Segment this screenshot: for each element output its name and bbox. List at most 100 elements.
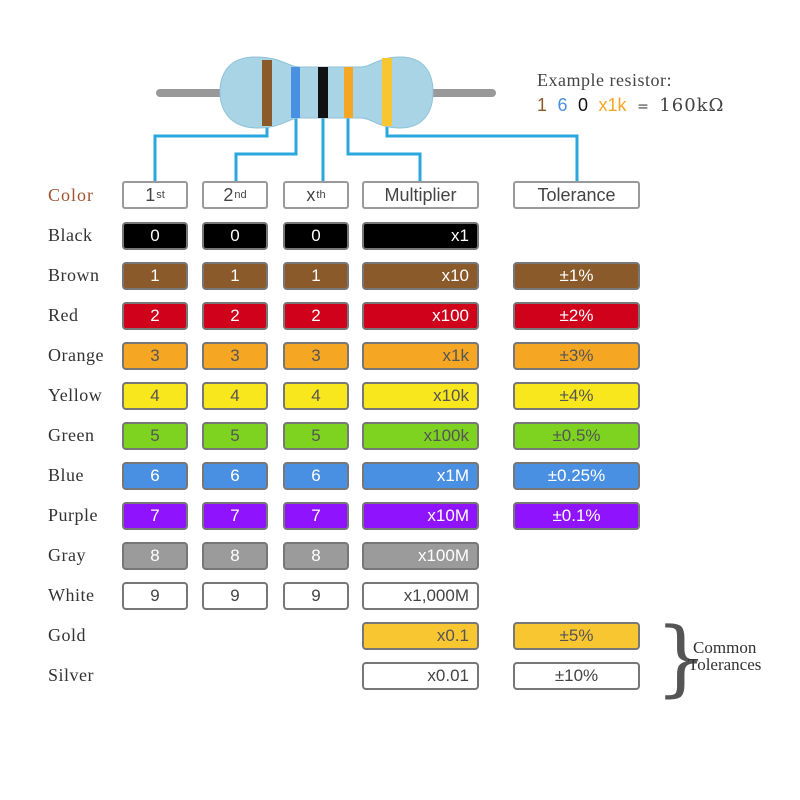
example-result: 160kΩ [659,95,725,116]
tolerance-cell-10: ±5% [513,622,640,650]
header-third-sup: th [316,189,326,201]
multiplier-cell-0: x1 [362,222,479,250]
band-connector-lines [153,118,579,181]
first-digit-cell-9: 9 [122,582,188,610]
example-title: Example resistor: [537,70,672,90]
multiplier-cell-9: x1,000M [362,582,479,610]
header-first-sup: st [156,189,165,201]
first-digit-cell-0: 0 [122,222,188,250]
band-connector-1 [153,126,269,181]
first-digit-cell-3: 3 [122,342,188,370]
multiplier-cell-6: x1M [362,462,479,490]
resistor-band-2 [291,67,300,118]
third-digit-cell-0: 0 [283,222,349,250]
third-digit-cell-3: 3 [283,342,349,370]
example-equals: = [637,99,649,115]
color-name-1: Brown [48,265,100,285]
color-name-11: Silver [48,665,94,685]
common-tolerances-line2: Tolerances [688,655,762,674]
multiplier-cell-11: x0.01 [362,662,479,690]
first-digit-cell-2: 2 [122,302,188,330]
third-digit-cell-1: 1 [283,262,349,290]
resistor-band-5 [382,58,392,126]
color-name-8: Gray [48,545,86,565]
first-digit-cell-4: 4 [122,382,188,410]
multiplier-cell-4: x10k [362,382,479,410]
second-digit-cell-4: 4 [202,382,268,410]
multiplier-cell-5: x100k [362,422,479,450]
third-digit-cell-9: 9 [283,582,349,610]
multiplier-cell-2: x100 [362,302,479,330]
tolerance-cell-11: ±10% [513,662,640,690]
second-digit-cell-2: 2 [202,302,268,330]
resistor-band-1 [262,60,272,126]
second-digit-cell-8: 8 [202,542,268,570]
color-name-4: Yellow [48,385,103,405]
multiplier-cell-10: x0.1 [362,622,479,650]
resistor-bands [262,58,392,126]
second-digit-cell-1: 1 [202,262,268,290]
color-name-10: Gold [48,625,86,645]
header-tolerance: Tolerance [513,181,640,209]
first-digit-cell-7: 7 [122,502,188,530]
third-digit-cell-4: 4 [283,382,349,410]
first-digit-cell-6: 6 [122,462,188,490]
multiplier-cell-8: x100M [362,542,479,570]
third-digit-cell-2: 2 [283,302,349,330]
common-tolerances-label: Common Tolerances [688,639,761,673]
multiplier-cell-1: x10 [362,262,479,290]
resistor-band-4 [344,67,353,118]
color-name-5: Green [48,425,95,445]
color-name-2: Red [48,305,79,325]
tolerance-cell-3: ±3% [513,342,640,370]
second-digit-cell-5: 5 [202,422,268,450]
first-digit-cell-1: 1 [122,262,188,290]
tolerance-cell-1: ±1% [513,262,640,290]
color-name-3: Orange [48,345,104,365]
third-digit-cell-7: 7 [283,502,349,530]
example-digit-2: 6 [557,95,568,115]
common-tolerances-brace: } [655,611,708,706]
tolerance-cell-4: ±4% [513,382,640,410]
color-name-7: Purple [48,505,98,525]
color-name-9: White [48,585,95,605]
header-second-sup: nd [234,189,247,201]
header-third-text: x [306,184,316,205]
example-multiplier: x1k [598,95,627,115]
second-digit-cell-6: 6 [202,462,268,490]
second-digit-cell-3: 3 [202,342,268,370]
first-digit-cell-5: 5 [122,422,188,450]
example-digit-3: 0 [578,95,589,115]
second-digit-cell-9: 9 [202,582,268,610]
second-digit-cell-0: 0 [202,222,268,250]
band-connector-2 [234,118,298,181]
tolerance-cell-5: ±0.5% [513,422,640,450]
tolerance-cell-7: ±0.1% [513,502,640,530]
header-color: Color [48,185,95,205]
resistor-band-3 [318,67,328,118]
third-digit-cell-6: 6 [283,462,349,490]
header-multiplier: Multiplier [362,181,479,209]
example-value: 1 6 0 x1k = 160kΩ [537,95,730,116]
third-digit-cell-8: 8 [283,542,349,570]
multiplier-cell-7: x10M [362,502,479,530]
tolerance-cell-6: ±0.25% [513,462,640,490]
second-digit-cell-7: 7 [202,502,268,530]
common-tolerances-line1: Common [693,638,757,657]
color-name-6: Blue [48,465,84,485]
example-digit-1: 1 [537,95,548,115]
band-connector-5 [385,126,579,181]
third-digit-cell-5: 5 [283,422,349,450]
multiplier-cell-3: x1k [362,342,479,370]
header-second-text: 2 [223,184,234,205]
tolerance-cell-2: ±2% [513,302,640,330]
band-connector-4 [346,118,422,181]
first-digit-cell-8: 8 [122,542,188,570]
color-name-0: Black [48,225,93,245]
header-first-text: 1 [145,184,156,205]
